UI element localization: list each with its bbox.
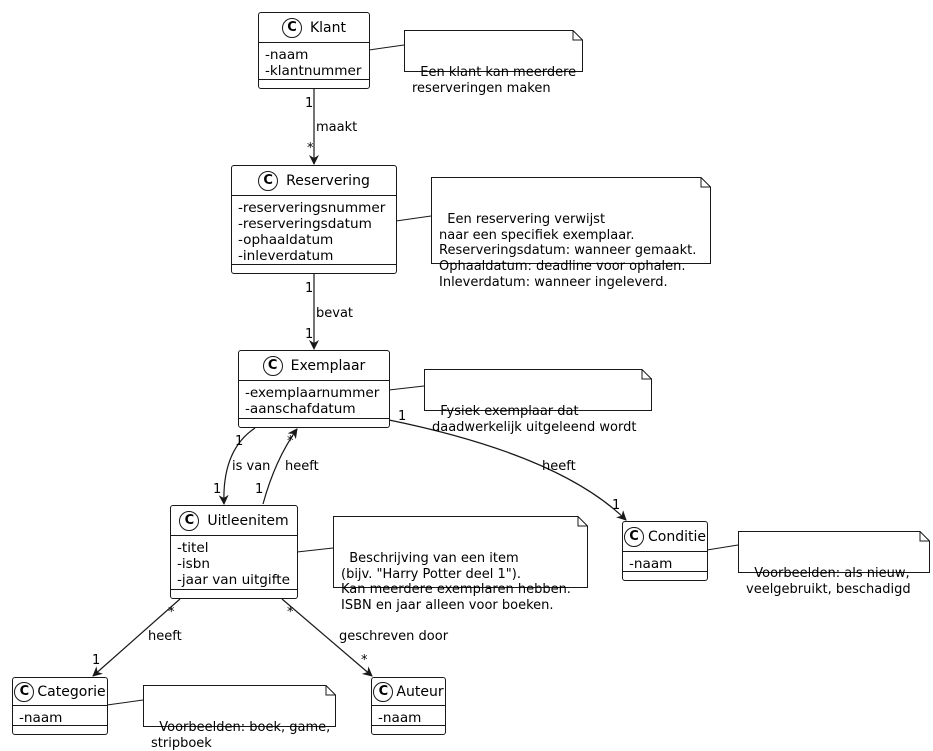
note-link-klant — [368, 44, 405, 51]
note-link-reservering — [395, 215, 432, 222]
multiplicity-uitleenitem-from: 1 — [255, 482, 264, 497]
assoc-uitleenitem-categorie — [92, 598, 181, 677]
multiplicity-exemplaar-conditie-from: 1 — [398, 409, 407, 424]
multiplicity-reservering-to: * — [307, 141, 314, 156]
note-text: Fysiek exemplaar dat daadwerkelijk uitge… — [432, 404, 637, 435]
class-icon: C — [179, 510, 200, 531]
note-klant: Een klant kan meerdere reserveringen mak… — [404, 30, 583, 96]
attribute: -naam — [19, 710, 63, 726]
assoc-uitleenitem-exemplaar — [262, 428, 298, 505]
relation-label-maakt: maakt — [316, 120, 358, 135]
attribute: -ophaaldatum — [238, 232, 334, 248]
class-auteur[interactable]: C Auteur -naam — [371, 677, 446, 735]
class-name: Klant — [309, 19, 346, 36]
note-text: Voorbeelden: boek, game, stripboek — [151, 720, 331, 751]
attribute: -naam — [378, 710, 422, 726]
class-klant[interactable]: C Klant -naam -klantnummer — [258, 12, 370, 89]
note-conditie: Voorbeelden: als nieuw, veelgebruikt, be… — [738, 531, 930, 597]
attribute: -klantnummer — [265, 63, 362, 79]
multiplicity-auteur-to: * — [361, 653, 368, 668]
class-icon: C — [281, 17, 302, 38]
attribute: -naam — [629, 556, 673, 572]
class-icon: C — [262, 355, 283, 376]
attribute: -isbn — [177, 556, 211, 572]
multiplicity-exemplaar-star: * — [287, 434, 294, 449]
class-name: Conditie — [648, 528, 706, 545]
multiplicity-reservering-from: 1 — [305, 281, 314, 296]
note-uitleenitem: Beschrijving van een item (bijv. "Harry … — [333, 516, 588, 613]
note-text: Een reservering verwijst naar een specif… — [439, 212, 697, 290]
multiplicity-uitleenitem-categorie-from: * — [168, 605, 175, 620]
note-text: Een klant kan meerdere reserveringen mak… — [412, 65, 577, 96]
assoc-exemplaar-uitleenitem — [218, 427, 256, 505]
relation-label-is-van: is van — [232, 459, 271, 474]
note-text: Beschrijving van een item (bijv. "Harry … — [341, 551, 571, 613]
class-icon: C — [624, 526, 644, 547]
class-exemplaar[interactable]: C Exemplaar -exemplaarnummer -aanschafda… — [238, 350, 390, 428]
multiplicity-categorie-to: 1 — [92, 653, 101, 668]
class-reservering[interactable]: C Reservering -reserveringsnummer -reser… — [231, 165, 397, 274]
attribute: -titel — [177, 540, 209, 556]
attribute: -inleverdatum — [238, 248, 334, 264]
class-conditie[interactable]: C Conditie -naam — [622, 521, 708, 581]
multiplicity-exemplaar-from: 1 — [235, 434, 244, 449]
class-uitleenitem[interactable]: C Uitleenitem -titel -isbn -jaar van uit… — [170, 505, 298, 599]
attribute: -reserveringsdatum — [238, 216, 372, 232]
class-name: Categorie — [37, 683, 106, 700]
relation-label-bevat: bevat — [316, 306, 354, 321]
multiplicity-klant-from: 1 — [305, 96, 314, 111]
assoc-uitleenitem-auteur — [281, 598, 373, 677]
attribute: -reserveringsnummer — [238, 200, 386, 216]
attribute: -exemplaarnummer — [245, 385, 380, 401]
multiplicity-uitleenitem-auteur-from: * — [287, 605, 294, 620]
note-reservering: Een reservering verwijst naar een specif… — [431, 177, 711, 290]
note-link-categorie — [106, 699, 144, 706]
class-name: Uitleenitem — [207, 512, 289, 529]
relation-label-geschreven-door: geschreven door — [339, 629, 449, 644]
class-name: Exemplaar — [290, 357, 366, 374]
class-icon: C — [14, 681, 35, 702]
attribute: -naam — [265, 47, 309, 63]
class-categorie[interactable]: C Categorie -naam — [12, 677, 108, 735]
note-link-uitleenitem — [296, 547, 334, 553]
note-link-conditie — [706, 544, 739, 551]
class-icon: C — [373, 681, 394, 702]
relation-label-heeft-exemplaar: heeft — [285, 459, 319, 474]
relation-label-heeft-conditie: heeft — [542, 459, 576, 474]
class-name: Reservering — [286, 172, 370, 189]
attribute: -aanschafdatum — [245, 401, 356, 417]
assoc-exemplaar-conditie — [388, 419, 627, 521]
note-categorie: Voorbeelden: boek, game, stripboek — [143, 685, 336, 751]
multiplicity-uitleenitem-to: 1 — [213, 482, 222, 497]
multiplicity-conditie-to: 1 — [612, 498, 621, 513]
attribute: -jaar van uitgifte — [177, 572, 290, 588]
note-exemplaar: Fysiek exemplaar dat daadwerkelijk uitge… — [424, 369, 652, 435]
note-text: Voorbeelden: als nieuw, veelgebruikt, be… — [746, 566, 911, 597]
class-name: Auteur — [396, 683, 444, 700]
multiplicity-exemplaar-to: 1 — [305, 327, 314, 342]
relation-label-heeft-categorie: heeft — [148, 629, 182, 644]
class-icon: C — [258, 170, 279, 191]
note-link-exemplaar — [388, 385, 425, 391]
